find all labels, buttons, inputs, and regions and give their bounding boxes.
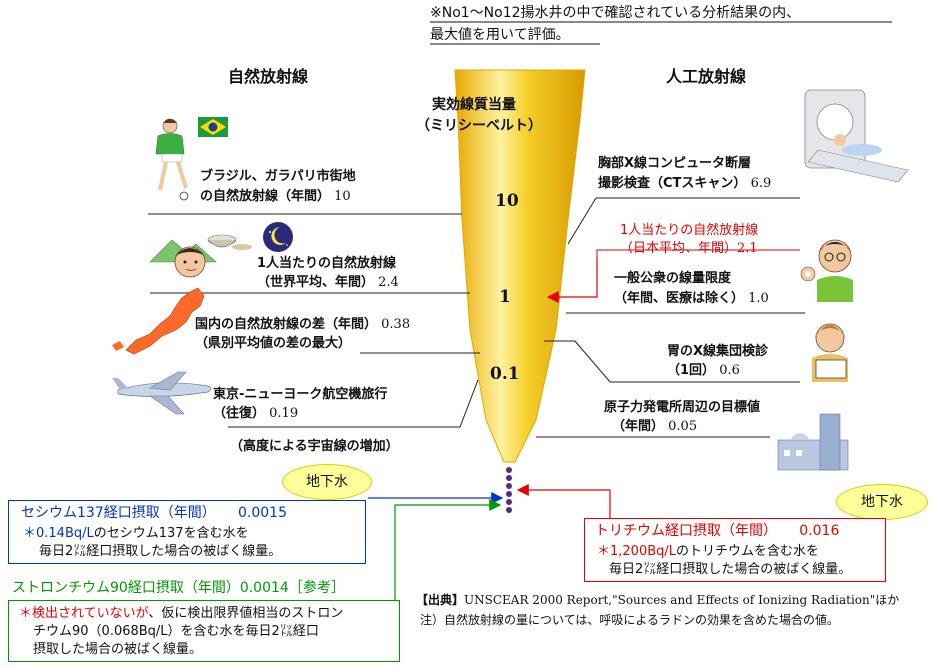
strontium-note-line3: 摂取した場合の被ばく線量。 (33, 642, 203, 657)
natural-item-brazil-value: 10 (334, 189, 351, 204)
mountain-face-icon (149, 239, 217, 278)
source-citation: 【出典】UNSCEAR 2000 Report,"Sources and Eff… (416, 593, 900, 607)
natural-item-flight-line3: （高度による宇宙線の増加） (230, 439, 399, 454)
strontium-note-line1: ＊検出されていないが、仮に検出限界値相当のストロン (19, 606, 344, 621)
line-japan-avg (596, 249, 800, 258)
artificial-item-npp-value: 0.05 (668, 419, 698, 434)
tick-0-1: 0.1 (490, 364, 520, 384)
artificial-item-stomach-value: 0.6 (719, 363, 740, 378)
natural-item-world-line2: （世界平均、年間） 2.4 (257, 275, 399, 290)
japan-map-icon (112, 287, 205, 355)
natural-item-world-line1: 1人当たりの自然放射線 (257, 256, 397, 271)
tritium-note-line1: ＊1,200Bq/Lのトリチウムを含む水を (597, 544, 820, 559)
artificial-item-limit-line2: （年間、医療は除く） 1.0 (614, 291, 769, 306)
header-note-line1: ※No1～No12揚水井の中で確認されている分析結果の内、 (430, 5, 801, 21)
natural-item-brazil-line1: ブラジル、ガラパリ市街地 (200, 169, 356, 184)
airplane-icon (112, 371, 212, 415)
dose-cone (454, 69, 586, 463)
cesium-note-line1: ＊0.14Bq/Lのセシウム137を含む水を (23, 526, 249, 541)
header-note-line2: 最大値を用いて評価。 (430, 27, 570, 43)
cesium-box: セシウム137経口摂取（年間） 0.0015 ＊0.14Bq/Lのセシウム137… (8, 500, 366, 564)
soccer-player-icon (155, 118, 189, 201)
natural-item-world-value: 2.4 (378, 275, 399, 290)
woman-reading-icon (812, 323, 848, 382)
natural-item-flight-line1: 東京-ニューヨーク航空機旅行 (213, 387, 388, 402)
night-moon-icon (263, 222, 293, 252)
arrow-tritium (516, 484, 611, 519)
artificial-item-npp-line2: （年間） 0.05 (612, 419, 698, 434)
man-ok-icon (800, 239, 853, 302)
axis-title: 実効線質当量 (432, 97, 516, 113)
natural-item-flight-value: 0.19 (269, 406, 299, 421)
natural-item-brazil-line2: の自然放射線（年間） 10 (200, 189, 351, 204)
axis-unit: （ミリシーベルト） (416, 118, 542, 134)
groundwater-dots (506, 467, 512, 513)
artificial-item-japanavg-value: 2.1 (737, 241, 758, 256)
groundwater-label-right: 地下水 (836, 484, 928, 520)
artificial-item-stomach-line2: （1回） 0.6 (667, 363, 740, 378)
artificial-item-ct-line1: 胸部X線コンピュータ断層 (598, 156, 752, 171)
tritium-box: トリチウム経口摂取（年間） 0.016 ＊1,200Bq/Lのトリチウムを含む水… (584, 518, 886, 582)
cesium-title: セシウム137経口摂取（年間） 0.0015 (21, 505, 287, 521)
artificial-item-japanavg-line1: 1人当たりの自然放射線 (620, 223, 759, 238)
arrow-strontium (394, 499, 502, 612)
strontium-note-line2: チウム90（0.068Bq/L）を含む水を毎日2㍑経口 (33, 624, 319, 639)
cesium-value: 0.0015 (238, 505, 287, 521)
tick-10: 10 (495, 191, 519, 211)
strontium-ref: ［参考］ (288, 580, 345, 596)
strontium-value: 0.0014 (239, 580, 289, 596)
artificial-item-ct-value: 6.9 (750, 176, 772, 191)
strontium-box: ＊検出されていないが、仮に検出限界値相当のストロン チウム90（0.068Bq/… (8, 600, 400, 662)
artificial-item-npp-line1: 原子力発電所周辺の目標値 (604, 400, 761, 415)
line-ct (567, 197, 597, 245)
artificial-section-title: 人工放射線 (666, 67, 747, 86)
ct-scanner-icon (804, 89, 909, 183)
natural-item-japan-value: 0.38 (381, 317, 411, 332)
line-stomach (544, 340, 800, 383)
artificial-item-limit-line1: 一般公衆の線量限度 (614, 271, 732, 286)
nuclear-plant-icon (777, 413, 849, 471)
artificial-item-japanavg-line2: （日本平均、年間）2.1 (620, 241, 758, 256)
line-flight (228, 379, 479, 428)
artificial-item-ct-line2: 撮影検査（CTスキャン） 6.9 (598, 176, 772, 191)
tritium-title: トリチウム経口摂取（年間） 0.016 (595, 523, 840, 539)
artificial-item-limit-value: 1.0 (748, 291, 769, 306)
tritium-value: 0.016 (799, 523, 840, 539)
footnote: 注）自然放射線の量については、呼吸によるラドンの効果を含めた場合の値。 (420, 613, 840, 627)
arrow-japan-avg (546, 258, 598, 303)
groundwater-label-left: 地下水 (282, 464, 372, 500)
natural-item-japan-line1: 国内の自然放射線の差（年間） 0.38 (195, 317, 411, 332)
cesium-note-line2: 毎日2㍑経口摂取した場合の被ばく線量。 (39, 544, 282, 559)
food-bowl-icon (207, 234, 252, 250)
natural-item-japan-line2: （県別平均値の差の最大） (195, 336, 352, 351)
natural-section-title: 自然放射線 (228, 67, 309, 86)
artificial-item-stomach-line1: 胃のX線集団検診 (667, 344, 769, 359)
strontium-title: ストロンチウム90経口摂取（年間）0.0014［参考］ (12, 580, 345, 596)
brazil-flag-icon (198, 117, 228, 137)
tick-1: 1 (499, 287, 511, 307)
natural-item-flight-line2: （往復） 0.19 (213, 406, 299, 421)
tritium-note-line2: 毎日2㍑経口摂取した場合の被ばく線量。 (609, 562, 852, 577)
